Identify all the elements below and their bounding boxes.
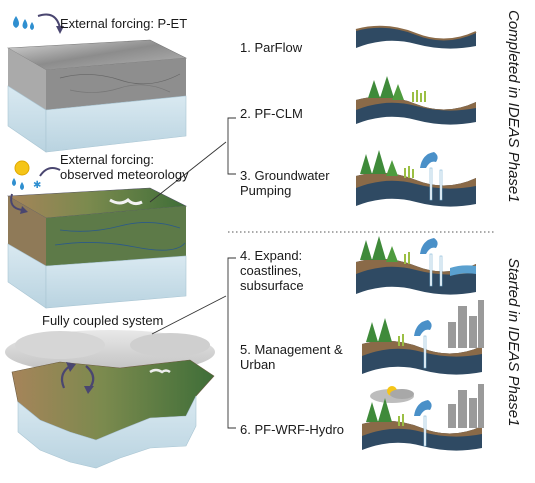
illus-management-urban xyxy=(362,300,484,375)
illus-pf-wrf-hydro xyxy=(362,384,484,451)
step-3-label: 3. Groundwater Pumping xyxy=(240,168,330,198)
started-phase-label: Started in IDEAS Phase1 xyxy=(505,258,522,427)
illus-expand xyxy=(356,236,476,295)
water-drops-icon xyxy=(13,16,34,30)
step-5-label: 5. Management & Urban xyxy=(240,342,343,372)
pet-arrow xyxy=(37,13,61,29)
completed-phase-label: Completed in IDEAS Phase1 xyxy=(505,10,522,203)
sun-icon xyxy=(14,160,30,176)
bracket-completed xyxy=(227,117,236,175)
illus-pfclm xyxy=(356,76,476,125)
step-2-label: 2. PF-CLM xyxy=(240,106,303,121)
connector-coupled xyxy=(151,295,227,335)
illus-groundwater-pumping xyxy=(356,150,476,207)
bracket-started xyxy=(227,257,236,429)
step-1-label: 1. ParFlow xyxy=(240,40,303,55)
coupled-system-block xyxy=(5,330,215,469)
step-6-label: 6. PF-WRF-Hydro xyxy=(240,422,344,437)
illus-parflow xyxy=(355,25,477,49)
rain-snow-icon: ✱ xyxy=(12,178,41,191)
connector-meteorology xyxy=(149,141,227,203)
svg-text:✱: ✱ xyxy=(33,180,41,191)
pet-block xyxy=(6,39,188,153)
forcing-pet-label: External forcing: P-ET xyxy=(60,16,188,31)
meteorology-block xyxy=(6,187,188,309)
coupled-system-label: Fully coupled system xyxy=(42,313,164,328)
forcing-met-label: External forcing: observed meteorology xyxy=(60,152,189,182)
meteorology-cycle-arrows xyxy=(10,193,23,211)
step-4-label: 4. Expand: coastlines, subsurface xyxy=(240,248,304,293)
